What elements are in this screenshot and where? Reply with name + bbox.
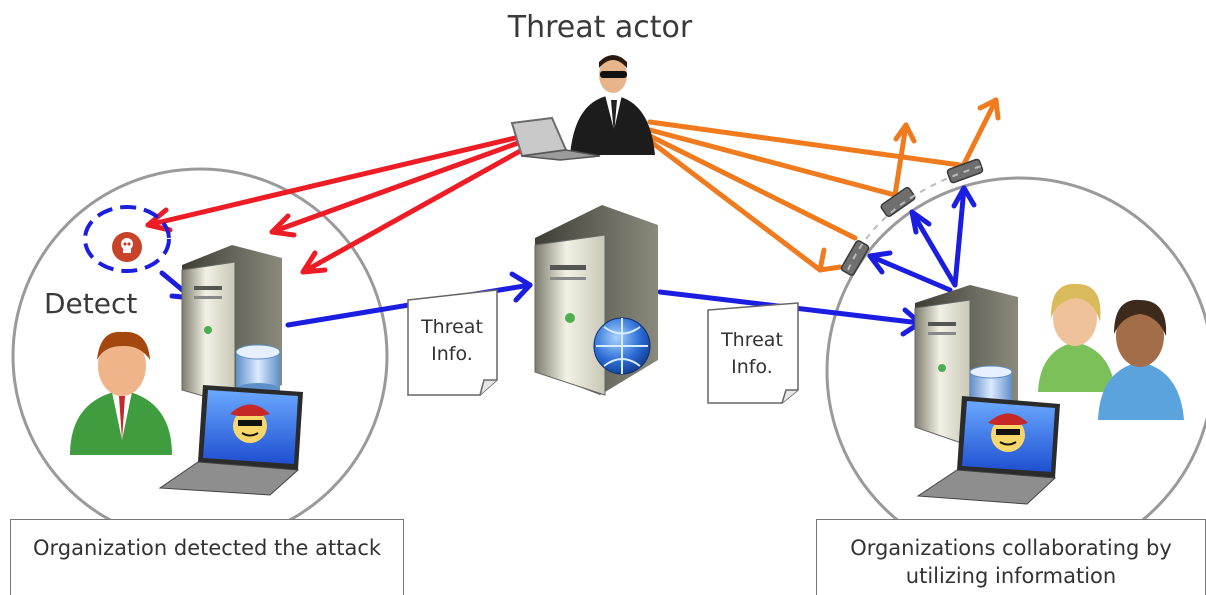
caption-left: Organization detected the attack <box>10 519 404 595</box>
doc-line: Threat <box>721 329 783 351</box>
blocked-attack-arrows <box>643 97 1001 273</box>
people-icon <box>1038 283 1184 420</box>
hacker-screen-icon <box>158 385 303 496</box>
globe-icon <box>593 317 651 375</box>
caption-right-text: Organizations collaborating by utilizing… <box>850 536 1172 588</box>
attack-arrows <box>145 135 525 275</box>
threat-info-left: Threat Info. <box>408 290 498 390</box>
document-icon <box>407 289 498 396</box>
doc-line: Info. <box>731 356 773 378</box>
threat-actor-icon <box>570 55 655 155</box>
detection-ring <box>83 205 171 273</box>
malware-skull-icon <box>112 232 142 262</box>
doc-line: Threat <box>421 316 483 338</box>
caption-left-text: Organization detected the attack <box>32 536 382 560</box>
doc-line: Info. <box>431 343 473 365</box>
employee-icon <box>70 331 172 455</box>
threat-actor-title: Threat actor <box>507 10 693 45</box>
document-icon <box>707 302 799 404</box>
threat-info-right: Threat Info. <box>708 303 798 403</box>
laptop-icon <box>510 116 601 161</box>
detect-label: Detect <box>44 287 138 320</box>
caption-right: Organizations collaborating by utilizing… <box>816 519 1206 595</box>
hacker-screen-icon <box>916 396 1060 505</box>
